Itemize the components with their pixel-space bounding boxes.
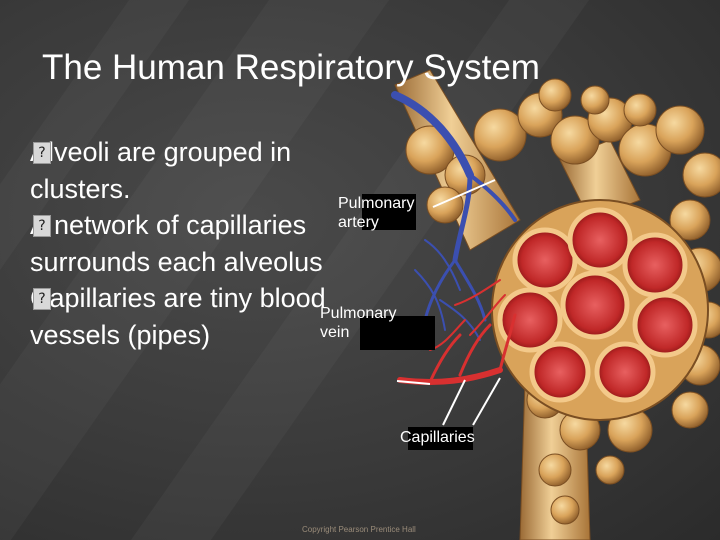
pulmonary-artery-vessels [391,91,517,341]
bullet-marker: ? [33,142,51,164]
pointer-lines [396,179,501,426]
label-pulmonary-vein-line2: vein [320,324,350,341]
label-pulmonary-artery: Pulmonary artery [338,194,414,232]
copyright-notice: Copyright Pearson Prentice Hall [302,525,416,534]
bullet-marker: ? [33,288,51,310]
bullet-text: Capillaries are tiny blood vessels (pipe… [30,283,326,350]
label-pulmonary-vein: Pulmonary vein [320,304,396,342]
label-box-pulmonary-vein [360,316,435,350]
bullet-list: ? Alveoli are grouped in clusters. ? A n… [30,134,330,353]
bullet-item: ? Alveoli are grouped in clusters. [30,134,330,207]
bullet-item: ? Capillaries are tiny blood vessels (pi… [30,280,330,353]
bullet-marker: ? [33,215,51,237]
label-box-capillaries [408,427,473,450]
pulmonary-vein-vessels [397,279,517,385]
slide-title: The Human Respiratory System [42,48,540,87]
label-pulmonary-artery-line2: artery [338,214,379,231]
label-box-pulmonary-artery [362,194,416,230]
bullet-text: A network of capillaries surrounds each … [30,210,323,277]
bullet-item: ? A network of capillaries surrounds eac… [30,207,330,280]
label-pulmonary-vein-line1: Pulmonary [320,305,397,322]
label-capillaries: Capillaries [400,429,475,446]
label-pulmonary-artery-line1: Pulmonary [338,195,415,212]
bullet-text: Alveoli are grouped in clusters. [30,137,292,204]
alveoli-cross-section [491,199,709,421]
